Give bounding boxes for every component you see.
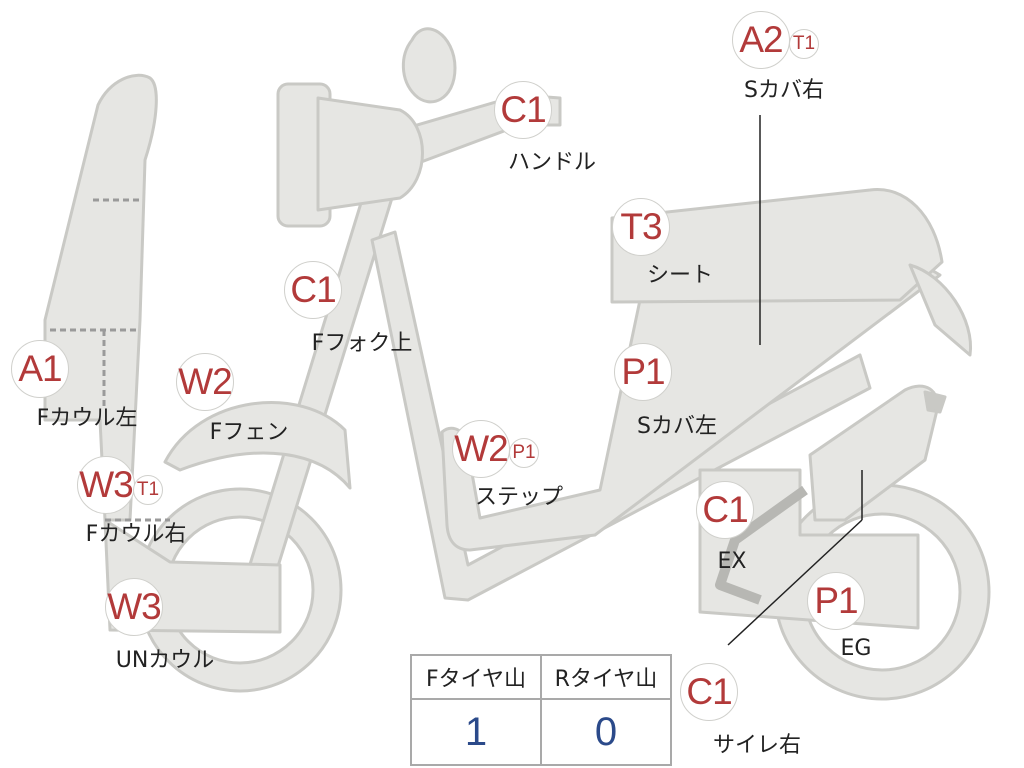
condition-code: P1 [614,343,672,401]
part-label: Fカウル右 [85,522,187,547]
sub-condition-code: P1 [509,438,539,468]
front-tire-header: Fタイヤ山 [410,654,542,700]
seat-shape [610,187,944,304]
frame-tube [370,230,872,602]
part-label: EG [840,636,872,661]
sub-condition-code: T1 [133,475,163,505]
condition-code: C1 [284,261,342,319]
condition-code: W2 [176,353,234,411]
condition-code: T3 [612,198,670,256]
muffler-tip [923,390,947,414]
part-label: Fカウル左 [36,406,138,431]
part-label: Fフォク上 [311,331,413,356]
engine-block [698,468,920,630]
part-label: サイレ右 [712,733,802,758]
mirror [401,27,457,104]
silencer-leader-diagonal [727,519,863,646]
exhaust-pipe [715,485,808,605]
condition-code: A2 [732,11,790,69]
sub-condition-code: T1 [789,29,819,59]
part-label: UNカウル [115,648,215,673]
condition-code: A1 [11,340,69,398]
condition-code: C1 [494,81,552,139]
tire-header-row: Fタイヤ山 Rタイヤ山 [410,654,672,700]
part-label: Sカバ左 [637,414,717,439]
condition-code: C1 [696,481,754,539]
condition-code: P1 [807,572,865,630]
front-cowl-shape [43,73,158,522]
part-label: Fフェン [209,420,289,445]
condition-code: W2 [452,420,510,478]
part-label: EX [717,549,747,574]
rear-tire-value: 0 [540,698,672,766]
headlight-housing [316,96,424,212]
part-label: シート [646,263,714,288]
part-label: ステップ [474,485,564,510]
front-fender-shape [163,401,352,490]
condition-code: W3 [77,456,135,514]
condition-code: W3 [105,578,163,636]
part-label: Sカバ右 [744,78,824,103]
tire-value-row: 1 0 [410,698,672,766]
tail-shape [908,263,973,357]
part-label: ハンドル [507,150,597,175]
front-tire-value: 1 [410,698,542,766]
tire-tread-table: Fタイヤ山 Rタイヤ山 1 0 [410,654,672,766]
condition-code: C1 [680,663,738,721]
rear-tire-header: Rタイヤ山 [540,654,672,700]
